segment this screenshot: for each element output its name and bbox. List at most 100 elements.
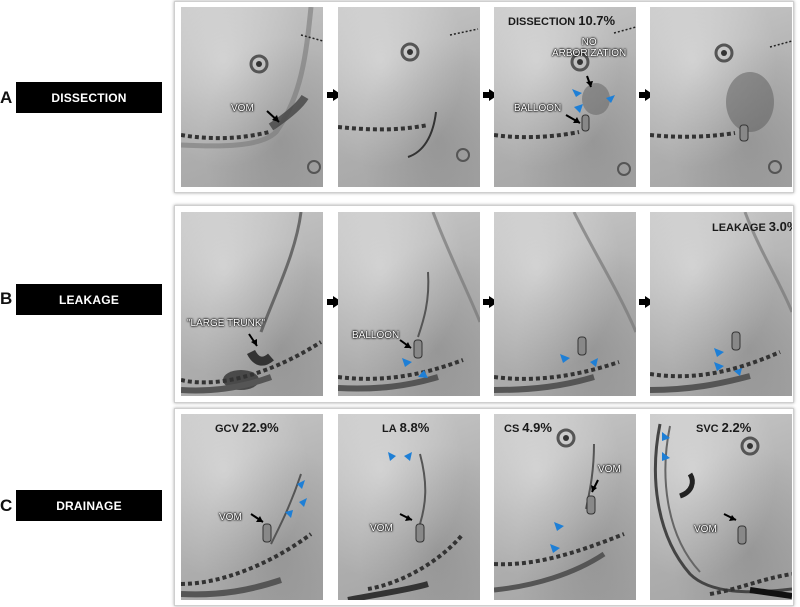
cs-value: 4.9% xyxy=(522,420,552,435)
catheter-icon xyxy=(338,358,464,381)
panel-b1: "LARGE TRUNK" xyxy=(181,212,323,396)
catheter-icon xyxy=(181,532,313,586)
balloon-icon xyxy=(413,339,423,359)
blue-arrow-icon xyxy=(714,348,742,376)
catheter-icon xyxy=(181,130,270,141)
fluoro-image-c4 xyxy=(653,423,792,599)
blue-arrow-icon xyxy=(402,358,428,378)
catheter-icon xyxy=(494,130,580,140)
catheter-icon xyxy=(338,123,429,132)
balloon-label: BALLOON xyxy=(352,330,400,341)
fluoro-image-b3 xyxy=(494,212,636,393)
blue-arrow-icon xyxy=(550,522,564,553)
fluoro-image-c2 xyxy=(347,452,465,600)
right-arrow-icon xyxy=(327,296,342,308)
fluoro-image-a4 xyxy=(650,40,792,174)
fluoro-image-a3 xyxy=(494,26,636,176)
row-letter-a: A xyxy=(0,88,13,107)
blue-arrow-icon xyxy=(285,480,307,518)
balloon-icon xyxy=(581,114,590,132)
fluoro-image-b2 xyxy=(338,212,480,392)
balloon-icon xyxy=(739,124,749,142)
large-trunk-contrast xyxy=(246,349,274,366)
row-label-drainage: DRAINAGE xyxy=(16,490,162,521)
ring-marker-icon xyxy=(556,428,576,448)
fluoro-image-b4 xyxy=(650,212,792,393)
blue-arrow-icon xyxy=(572,89,615,113)
catheter-icon xyxy=(709,572,792,596)
balloon-icon xyxy=(577,336,587,356)
right-arrow-icon xyxy=(327,89,342,101)
balloon-icon xyxy=(415,523,425,543)
row-label-leakage: LEAKAGE xyxy=(16,284,162,315)
catheter-icon xyxy=(494,532,625,567)
vom-label: VOM xyxy=(694,524,717,535)
blue-arrow-icon xyxy=(560,354,598,367)
leakage-value: 3.0% xyxy=(768,219,792,234)
right-arrow-icon xyxy=(639,296,654,308)
panel-b2: BALLOON xyxy=(338,212,480,396)
vom-label: VOM xyxy=(231,103,254,114)
row-letter-b: B xyxy=(0,289,13,308)
large-trunk-label: "LARGE TRUNK" xyxy=(187,318,266,329)
vom-label: VOM xyxy=(598,464,621,475)
balloon-icon xyxy=(737,525,747,545)
row-label-dissection: DISSECTION xyxy=(16,82,162,113)
balloon-label: BALLOON xyxy=(514,103,562,114)
panel-a1: VOM xyxy=(181,7,323,187)
svc-title: SVC xyxy=(696,423,719,435)
balloon-icon xyxy=(262,523,272,543)
fluoro-image-b1 xyxy=(181,212,323,394)
dissection-stain xyxy=(726,72,774,132)
leakage-title: LEAKAGE xyxy=(712,222,766,234)
row-a-frame: VOM xyxy=(174,1,794,193)
panel-a4 xyxy=(650,7,792,187)
fluoro-image-c3 xyxy=(494,428,625,593)
gcv-title: GCV xyxy=(215,423,239,435)
catheter-icon xyxy=(367,532,465,591)
ring-marker-icon xyxy=(249,54,269,74)
svc-value: 2.2% xyxy=(721,420,752,435)
no-arborization-label: NO ARBORIZATION xyxy=(552,37,627,59)
dissection-stain xyxy=(582,83,610,115)
la-title: LA xyxy=(382,423,397,435)
la-value: 8.8% xyxy=(399,420,430,435)
catheter-icon xyxy=(494,360,620,381)
ring-marker-icon xyxy=(740,436,760,456)
vom-label: VOM xyxy=(370,523,393,534)
fluoro-image-c1 xyxy=(181,473,313,598)
dissection-title: DISSECTION xyxy=(508,16,576,28)
gcv-value: 22.9% xyxy=(241,420,279,435)
fluoro-image-a2 xyxy=(338,28,479,162)
row-b-frame: "LARGE TRUNK" BALLOON xyxy=(174,205,794,403)
balloon-icon xyxy=(586,495,596,515)
row-letter-c: C xyxy=(0,496,13,515)
ring-marker-icon xyxy=(570,52,590,72)
blue-arrow-icon xyxy=(388,452,412,461)
vom-label: VOM xyxy=(219,512,242,523)
right-arrow-icon xyxy=(483,296,498,308)
blue-arrow-icon xyxy=(662,432,670,461)
ring-marker-icon xyxy=(400,42,420,62)
fluoro-image-a1 xyxy=(181,7,323,174)
right-arrow-icon xyxy=(483,89,498,101)
dissection-value: 10.7% xyxy=(578,13,616,28)
ring-marker-icon xyxy=(714,43,734,63)
panel-b3 xyxy=(494,212,636,396)
catheter-icon xyxy=(181,340,323,385)
catheter-icon xyxy=(650,131,736,139)
cs-title: CS xyxy=(504,423,520,435)
